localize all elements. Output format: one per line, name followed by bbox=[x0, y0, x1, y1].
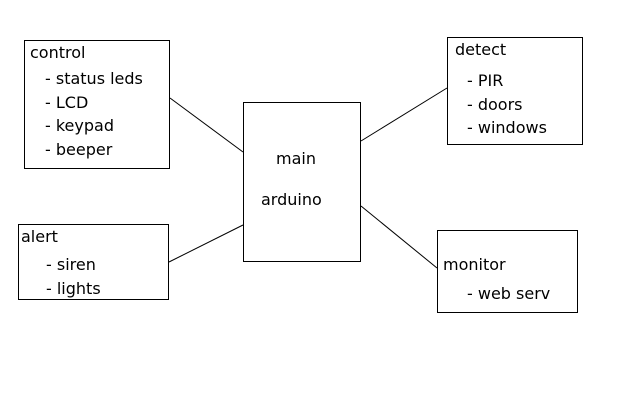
control-box: control - status leds - LCD - keypad - b… bbox=[24, 40, 170, 169]
main-arduino-box: main arduino bbox=[243, 102, 361, 262]
detect-item-list: - PIR - doors - windows bbox=[467, 69, 547, 140]
monitor-title: monitor bbox=[443, 255, 506, 274]
detect-box: detect - PIR - doors - windows bbox=[447, 37, 583, 145]
control-item: - status leds bbox=[45, 69, 143, 88]
control-item-list: - status leds - LCD - keypad - beeper bbox=[45, 67, 143, 161]
connector-main-detect bbox=[360, 87, 448, 142]
control-item: - keypad bbox=[45, 116, 114, 135]
control-item: - LCD bbox=[45, 92, 89, 112]
main-label: main bbox=[276, 149, 316, 168]
connector-main-monitor bbox=[360, 205, 438, 269]
connector-alert-main bbox=[168, 224, 244, 263]
control-title: control bbox=[30, 43, 86, 62]
connector-control-main bbox=[169, 97, 244, 153]
alert-item-list: - siren - lights bbox=[46, 253, 101, 300]
detect-item: - windows bbox=[467, 118, 547, 137]
alert-title: alert bbox=[21, 227, 58, 246]
detect-item: - PIR bbox=[467, 71, 504, 90]
monitor-item-list: - web serv bbox=[467, 282, 550, 306]
control-item: - beeper bbox=[45, 139, 113, 159]
detect-title: detect bbox=[455, 40, 507, 59]
alert-item: - siren bbox=[46, 255, 96, 274]
arduino-label: arduino bbox=[261, 190, 322, 209]
monitor-item: - web serv bbox=[467, 284, 551, 303]
monitor-box: monitor - web serv bbox=[437, 230, 578, 313]
alert-item: - lights bbox=[46, 278, 101, 298]
detect-item: - doors bbox=[467, 94, 523, 114]
alert-box: alert - siren - lights bbox=[18, 224, 169, 300]
